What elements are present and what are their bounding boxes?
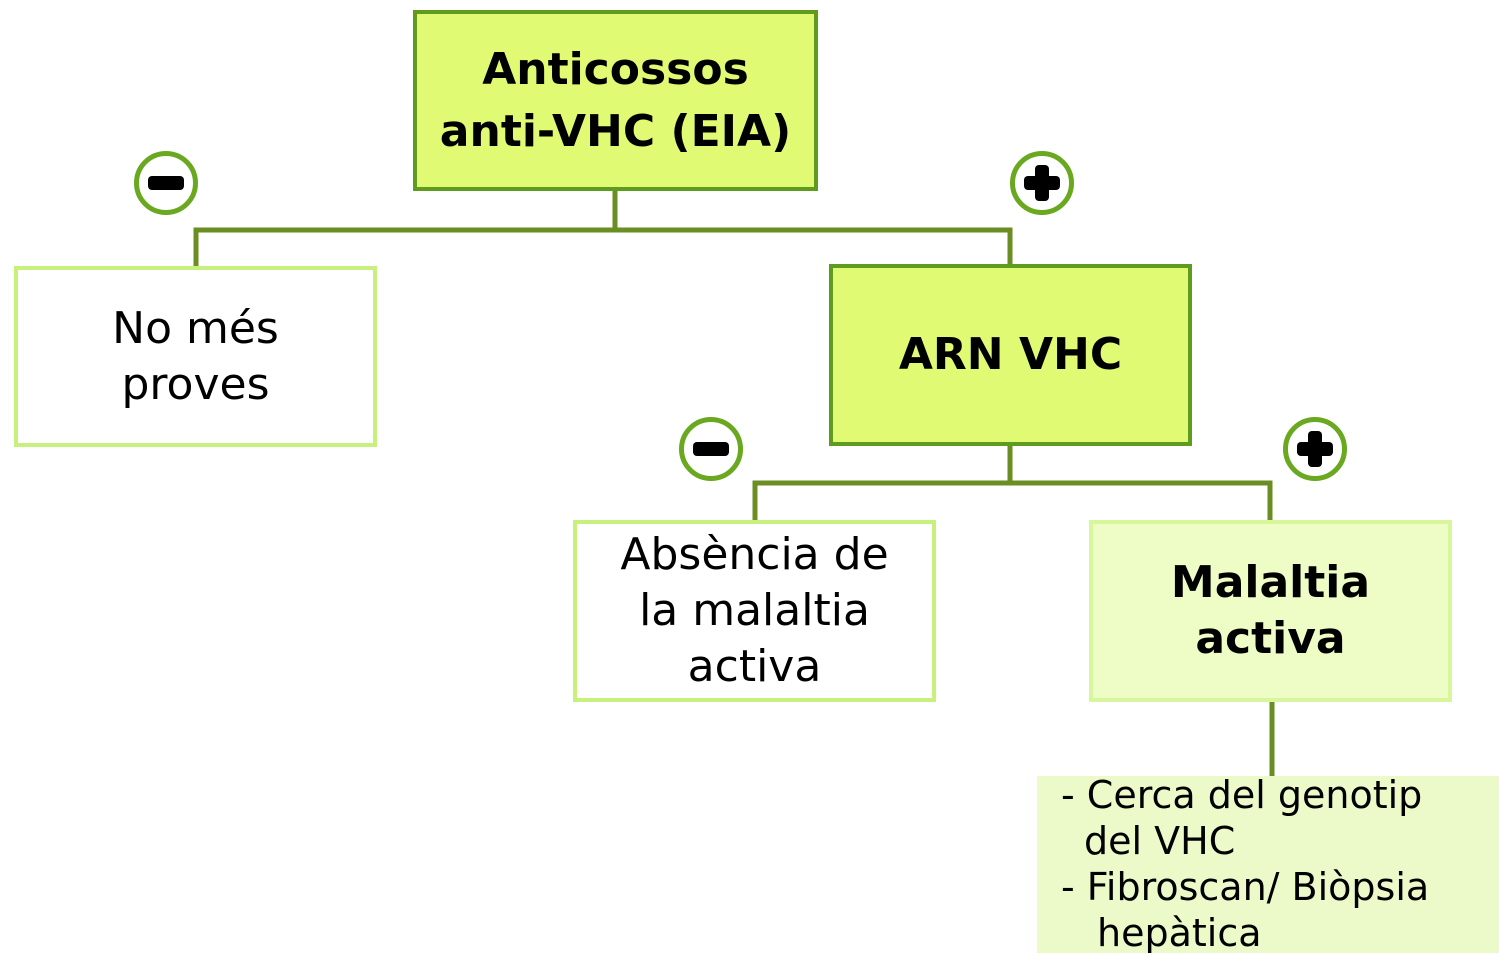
minus-bar — [693, 442, 729, 456]
plus-vertical-bar — [1308, 431, 1322, 467]
follow-up-actions: - Cerca del genotip del VHC - Fibroscan/… — [1037, 776, 1499, 953]
plus-icon — [1283, 417, 1347, 481]
node-rna-vhc: ARN VHC — [829, 264, 1192, 446]
node-no-tests-line2: proves — [121, 358, 270, 410]
node-active-disease: Malaltia activa — [1089, 520, 1452, 702]
node-no-disease-line1: Absència de — [620, 529, 889, 580]
action-fibroscan-line1: - Fibroscan/ Biòpsia — [1061, 865, 1430, 909]
plus-icon — [1010, 151, 1074, 215]
node-no-tests-line1: No més — [112, 302, 279, 354]
plus-vertical-bar — [1035, 165, 1049, 201]
node-rna-label: ARN VHC — [898, 329, 1123, 380]
minus-icon — [134, 151, 198, 215]
action-genotype-line1: - Cerca del genotip — [1061, 776, 1423, 817]
node-root-line2: anti-VHC (EIA) — [439, 105, 792, 157]
node-active-disease-line2: activa — [1195, 613, 1346, 664]
node-no-active-disease: Absència de la malaltia activa — [573, 520, 936, 702]
node-no-disease-line2: la malaltia — [639, 585, 870, 636]
action-genotype-line2: del VHC — [1084, 819, 1236, 863]
node-active-disease-line1: Malaltia — [1170, 557, 1371, 608]
node-root-line1: Anticossos — [482, 43, 749, 95]
node-root-antibodies: Anticossos anti-VHC (EIA) — [413, 10, 818, 191]
node-no-disease-line3: activa — [687, 641, 822, 692]
action-fibroscan-line2: hepàtica — [1097, 911, 1262, 953]
node-no-tests: No més proves — [14, 266, 377, 447]
minus-bar — [148, 176, 184, 190]
minus-icon — [679, 417, 743, 481]
